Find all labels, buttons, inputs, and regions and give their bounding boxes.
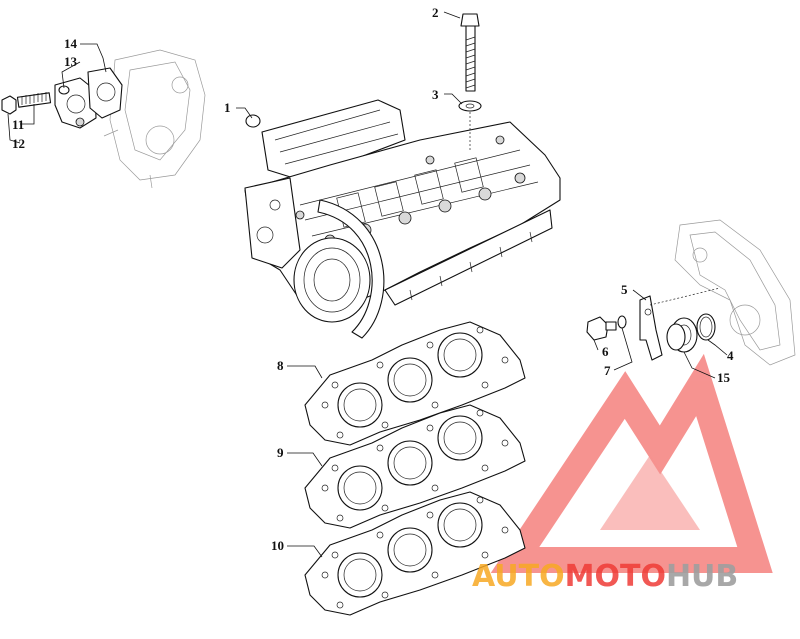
callout-6: 6 (602, 344, 609, 359)
callout-14: 14 (64, 36, 78, 51)
nut-icon (1, 95, 17, 115)
callout-labels: 1 2 3 4 5 6 7 8 9 10 11 12 13 14 15 (12, 5, 734, 553)
callout-11: 11 (12, 117, 24, 132)
head-gasket-icon (304, 321, 526, 446)
watermark-auto: AUTO (472, 559, 565, 594)
callout-10: 10 (271, 538, 284, 553)
o-ring-icon (696, 313, 716, 341)
washer-icon (458, 100, 482, 112)
watermark-hub: HUB (666, 559, 738, 594)
callout-1: 1 (224, 100, 231, 115)
callout-8: 8 (277, 358, 284, 373)
leader-lines (7, 11, 728, 558)
watermark-logo-icon (490, 353, 773, 573)
bracket-icon (639, 295, 663, 361)
pulley-icon (666, 317, 698, 353)
head-gasket-icon (304, 404, 526, 529)
watermark-text: AUTOMOTOHUB (472, 559, 738, 594)
callout-4: 4 (727, 348, 734, 363)
cylinder-head-icon (244, 99, 561, 339)
thermostat-housing-icon (54, 77, 97, 129)
engine-block-outline-right (674, 219, 796, 366)
washer-icon (617, 315, 627, 329)
stud-icon (16, 92, 52, 108)
logo-triangle-icon (490, 353, 773, 573)
callout-2: 2 (432, 5, 439, 20)
callout-7: 7 (604, 363, 611, 378)
plug-icon (245, 114, 261, 128)
callout-3: 3 (432, 87, 439, 102)
bolt-icon (586, 316, 617, 341)
callout-15: 15 (717, 370, 731, 385)
watermark-moto: MOTO (565, 559, 666, 594)
callout-13: 13 (64, 54, 78, 69)
cover-gasket-icon (87, 67, 123, 119)
callout-12: 12 (12, 136, 25, 151)
callout-9: 9 (277, 445, 284, 460)
callout-5: 5 (621, 282, 628, 297)
head-gasket-icon (304, 491, 526, 616)
engine-block-outline-left (99, 49, 206, 189)
head-bolt-icon (460, 13, 480, 92)
